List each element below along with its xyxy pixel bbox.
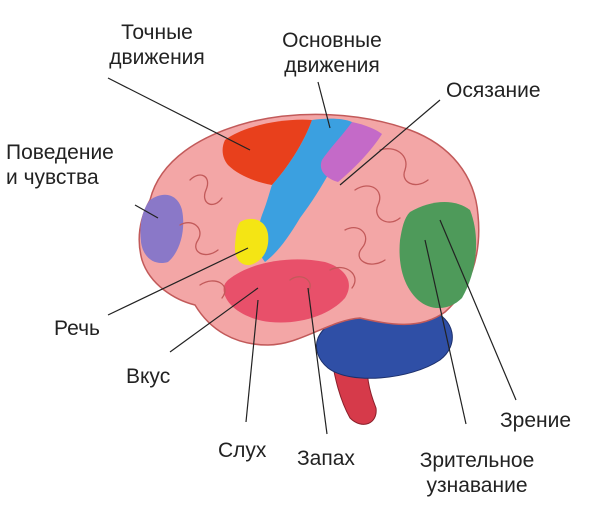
region-vision — [399, 201, 477, 309]
label-taste: Вкус — [126, 365, 171, 388]
region-temporal — [223, 259, 349, 323]
label-basic-movements-line2: движения — [284, 54, 380, 77]
label-speech: Речь — [54, 317, 100, 340]
label-basic-movements: Основные движения — [262, 28, 402, 78]
region-behavior — [140, 194, 184, 264]
label-fine-movements: Точные движения — [92, 20, 222, 70]
leader-lines — [107, 77, 517, 435]
label-behavior-line2: и чувства — [6, 166, 99, 189]
label-visual-recognition-line2: узнавание — [426, 474, 528, 497]
label-visual-recognition: Зрительное узнавание — [402, 448, 552, 498]
label-vision: Зрение — [500, 409, 572, 432]
label-hearing: Слух — [218, 439, 267, 462]
region-speech — [234, 218, 269, 266]
label-fine-movements-line1: Точные — [121, 21, 193, 44]
label-basic-movements-line1: Основные — [282, 29, 382, 52]
label-fine-movements-line2: движения — [109, 46, 205, 69]
label-touch: Осязание — [446, 79, 541, 102]
label-behavior-line1: Поведение — [6, 141, 114, 164]
cortex-folds — [179, 148, 429, 299]
region-fine-movements — [222, 119, 312, 185]
label-visual-recognition-line1: Зрительное — [419, 449, 535, 472]
region-touch — [320, 122, 382, 182]
label-smell: Запах — [297, 447, 355, 470]
label-behavior: Поведение и чувства — [6, 140, 114, 190]
